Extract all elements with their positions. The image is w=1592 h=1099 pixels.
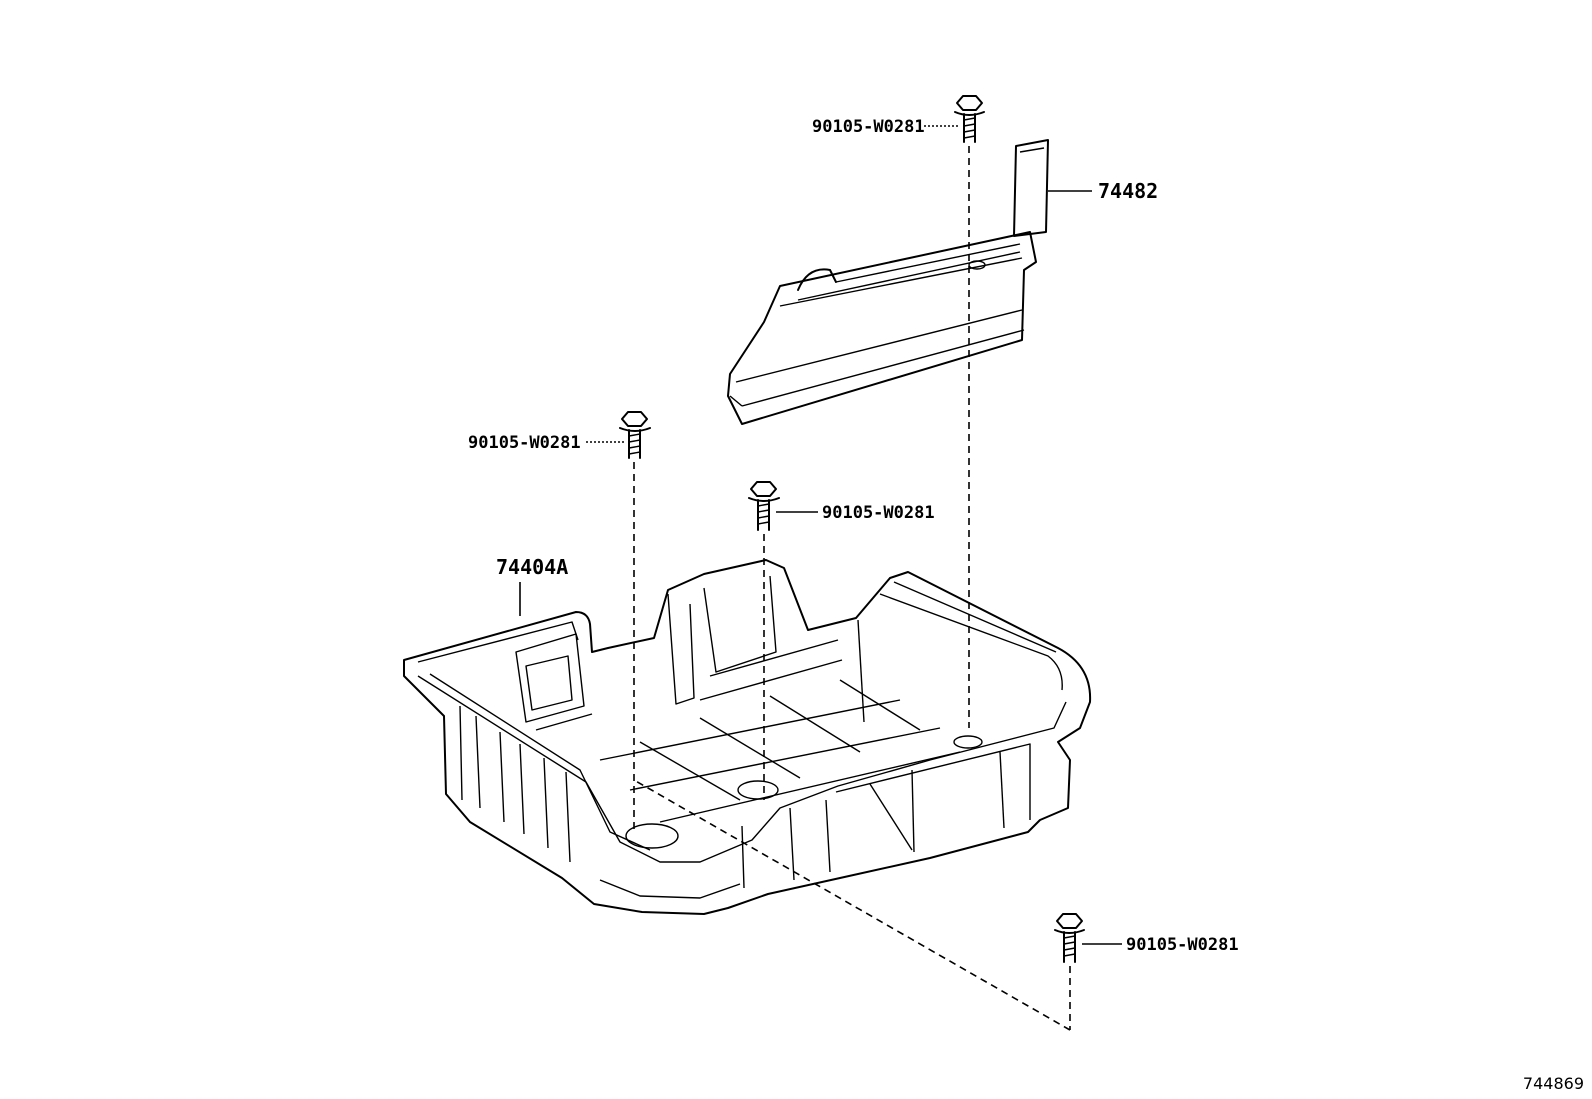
bolt-top-right <box>954 95 985 143</box>
figure-id: 744869 <box>1522 1074 1584 1093</box>
tray-74404A <box>403 559 1092 915</box>
label-tray: 74404A <box>496 555 568 579</box>
bolt-bottom-right <box>1054 913 1085 963</box>
label-bolt-top-right: 90105-W0281 <box>812 117 925 137</box>
label-bolt-left: 90105-W0281 <box>468 433 581 453</box>
label-bracket: 74482 <box>1098 179 1158 203</box>
bolt-middle <box>748 481 780 531</box>
bracket-74482 <box>727 139 1049 425</box>
bolt-left <box>619 411 651 459</box>
label-bolt-bottom-right: 90105-W0281 <box>1126 935 1239 955</box>
label-bolt-middle: 90105-W0281 <box>822 503 935 523</box>
axis-bolt-bottom-right-diagonal <box>633 779 1071 1031</box>
